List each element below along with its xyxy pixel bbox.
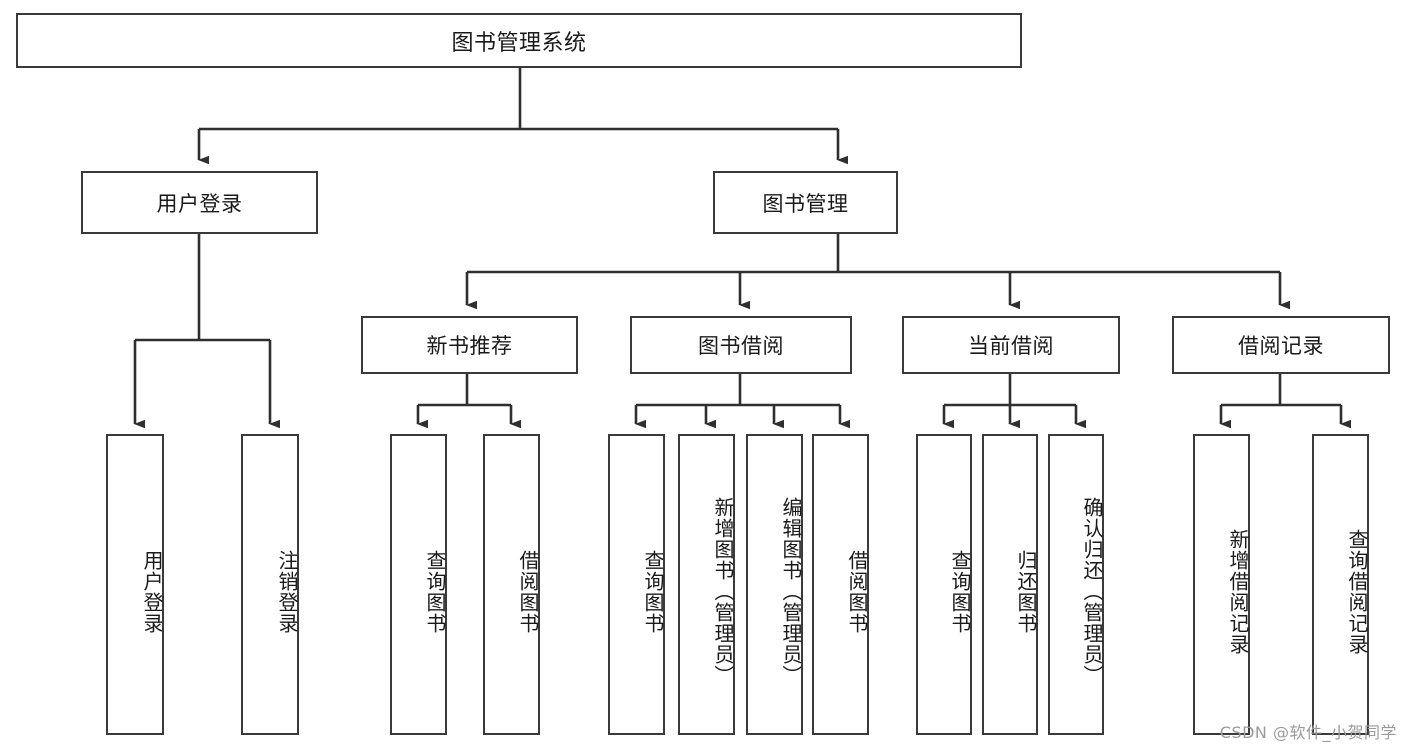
leaf-query-book-1-label: 查询图书 — [423, 549, 447, 634]
leaf-user-login[interactable]: 用户登录 — [106, 434, 164, 735]
leaf-add-record[interactable]: 新增借阅记录 — [1193, 434, 1250, 735]
leaf-confirm-return[interactable]: 确认归还（管理员） — [1048, 434, 1104, 735]
leaf-return-book[interactable]: 归还图书 — [982, 434, 1038, 735]
node-current-borrow-label: 当前借阅 — [968, 334, 1054, 358]
leaf-confirm-return-label: 确认归还（管理员） — [1080, 497, 1104, 686]
leaf-logout-login[interactable]: 注销登录 — [241, 434, 299, 735]
leaf-query-book-1[interactable]: 查询图书 — [390, 434, 447, 735]
leaf-user-login-label: 用户登录 — [140, 549, 164, 634]
node-book-borrow-label: 图书借阅 — [698, 334, 784, 358]
leaf-query-book-3-label: 查询图书 — [948, 549, 972, 634]
node-book-borrow[interactable]: 图书借阅 — [630, 316, 852, 374]
leaf-edit-book[interactable]: 编辑图书（管理员） — [746, 434, 803, 735]
node-borrow-record[interactable]: 借阅记录 — [1172, 316, 1390, 374]
leaf-logout-login-label: 注销登录 — [275, 549, 299, 634]
node-borrow-record-label: 借阅记录 — [1238, 334, 1324, 358]
leaf-add-record-label: 新增借阅记录 — [1226, 528, 1250, 655]
node-root-label: 图书管理系统 — [451, 30, 587, 56]
leaf-query-record-label: 查询借阅记录 — [1345, 528, 1369, 655]
node-book-manage-label: 图书管理 — [762, 191, 849, 216]
node-current-borrow[interactable]: 当前借阅 — [902, 316, 1120, 374]
leaf-return-book-label: 归还图书 — [1014, 549, 1038, 634]
node-user-login-label: 用户登录 — [156, 191, 243, 216]
leaf-query-record[interactable]: 查询借阅记录 — [1312, 434, 1369, 735]
node-root-system[interactable]: 图书管理系统 — [16, 13, 1022, 68]
leaf-add-book[interactable]: 新增图书（管理员） — [678, 434, 735, 735]
leaf-query-book-2-label: 查询图书 — [641, 549, 665, 634]
leaf-add-book-label: 新增图书（管理员） — [711, 497, 735, 686]
leaf-query-book-3[interactable]: 查询图书 — [916, 434, 972, 735]
node-new-book-recommend-label: 新书推荐 — [426, 334, 513, 358]
node-user-login[interactable]: 用户登录 — [81, 171, 318, 234]
leaf-borrow-book-1[interactable]: 借阅图书 — [483, 434, 540, 735]
leaf-edit-book-label: 编辑图书（管理员） — [779, 497, 803, 686]
leaf-query-book-2[interactable]: 查询图书 — [608, 434, 665, 735]
leaf-borrow-book-1-label: 借阅图书 — [516, 549, 540, 634]
node-new-book-recommend[interactable]: 新书推荐 — [361, 316, 578, 374]
node-book-manage[interactable]: 图书管理 — [713, 171, 898, 234]
leaf-borrow-book-2-label: 借阅图书 — [845, 549, 869, 634]
leaf-borrow-book-2[interactable]: 借阅图书 — [812, 434, 869, 735]
